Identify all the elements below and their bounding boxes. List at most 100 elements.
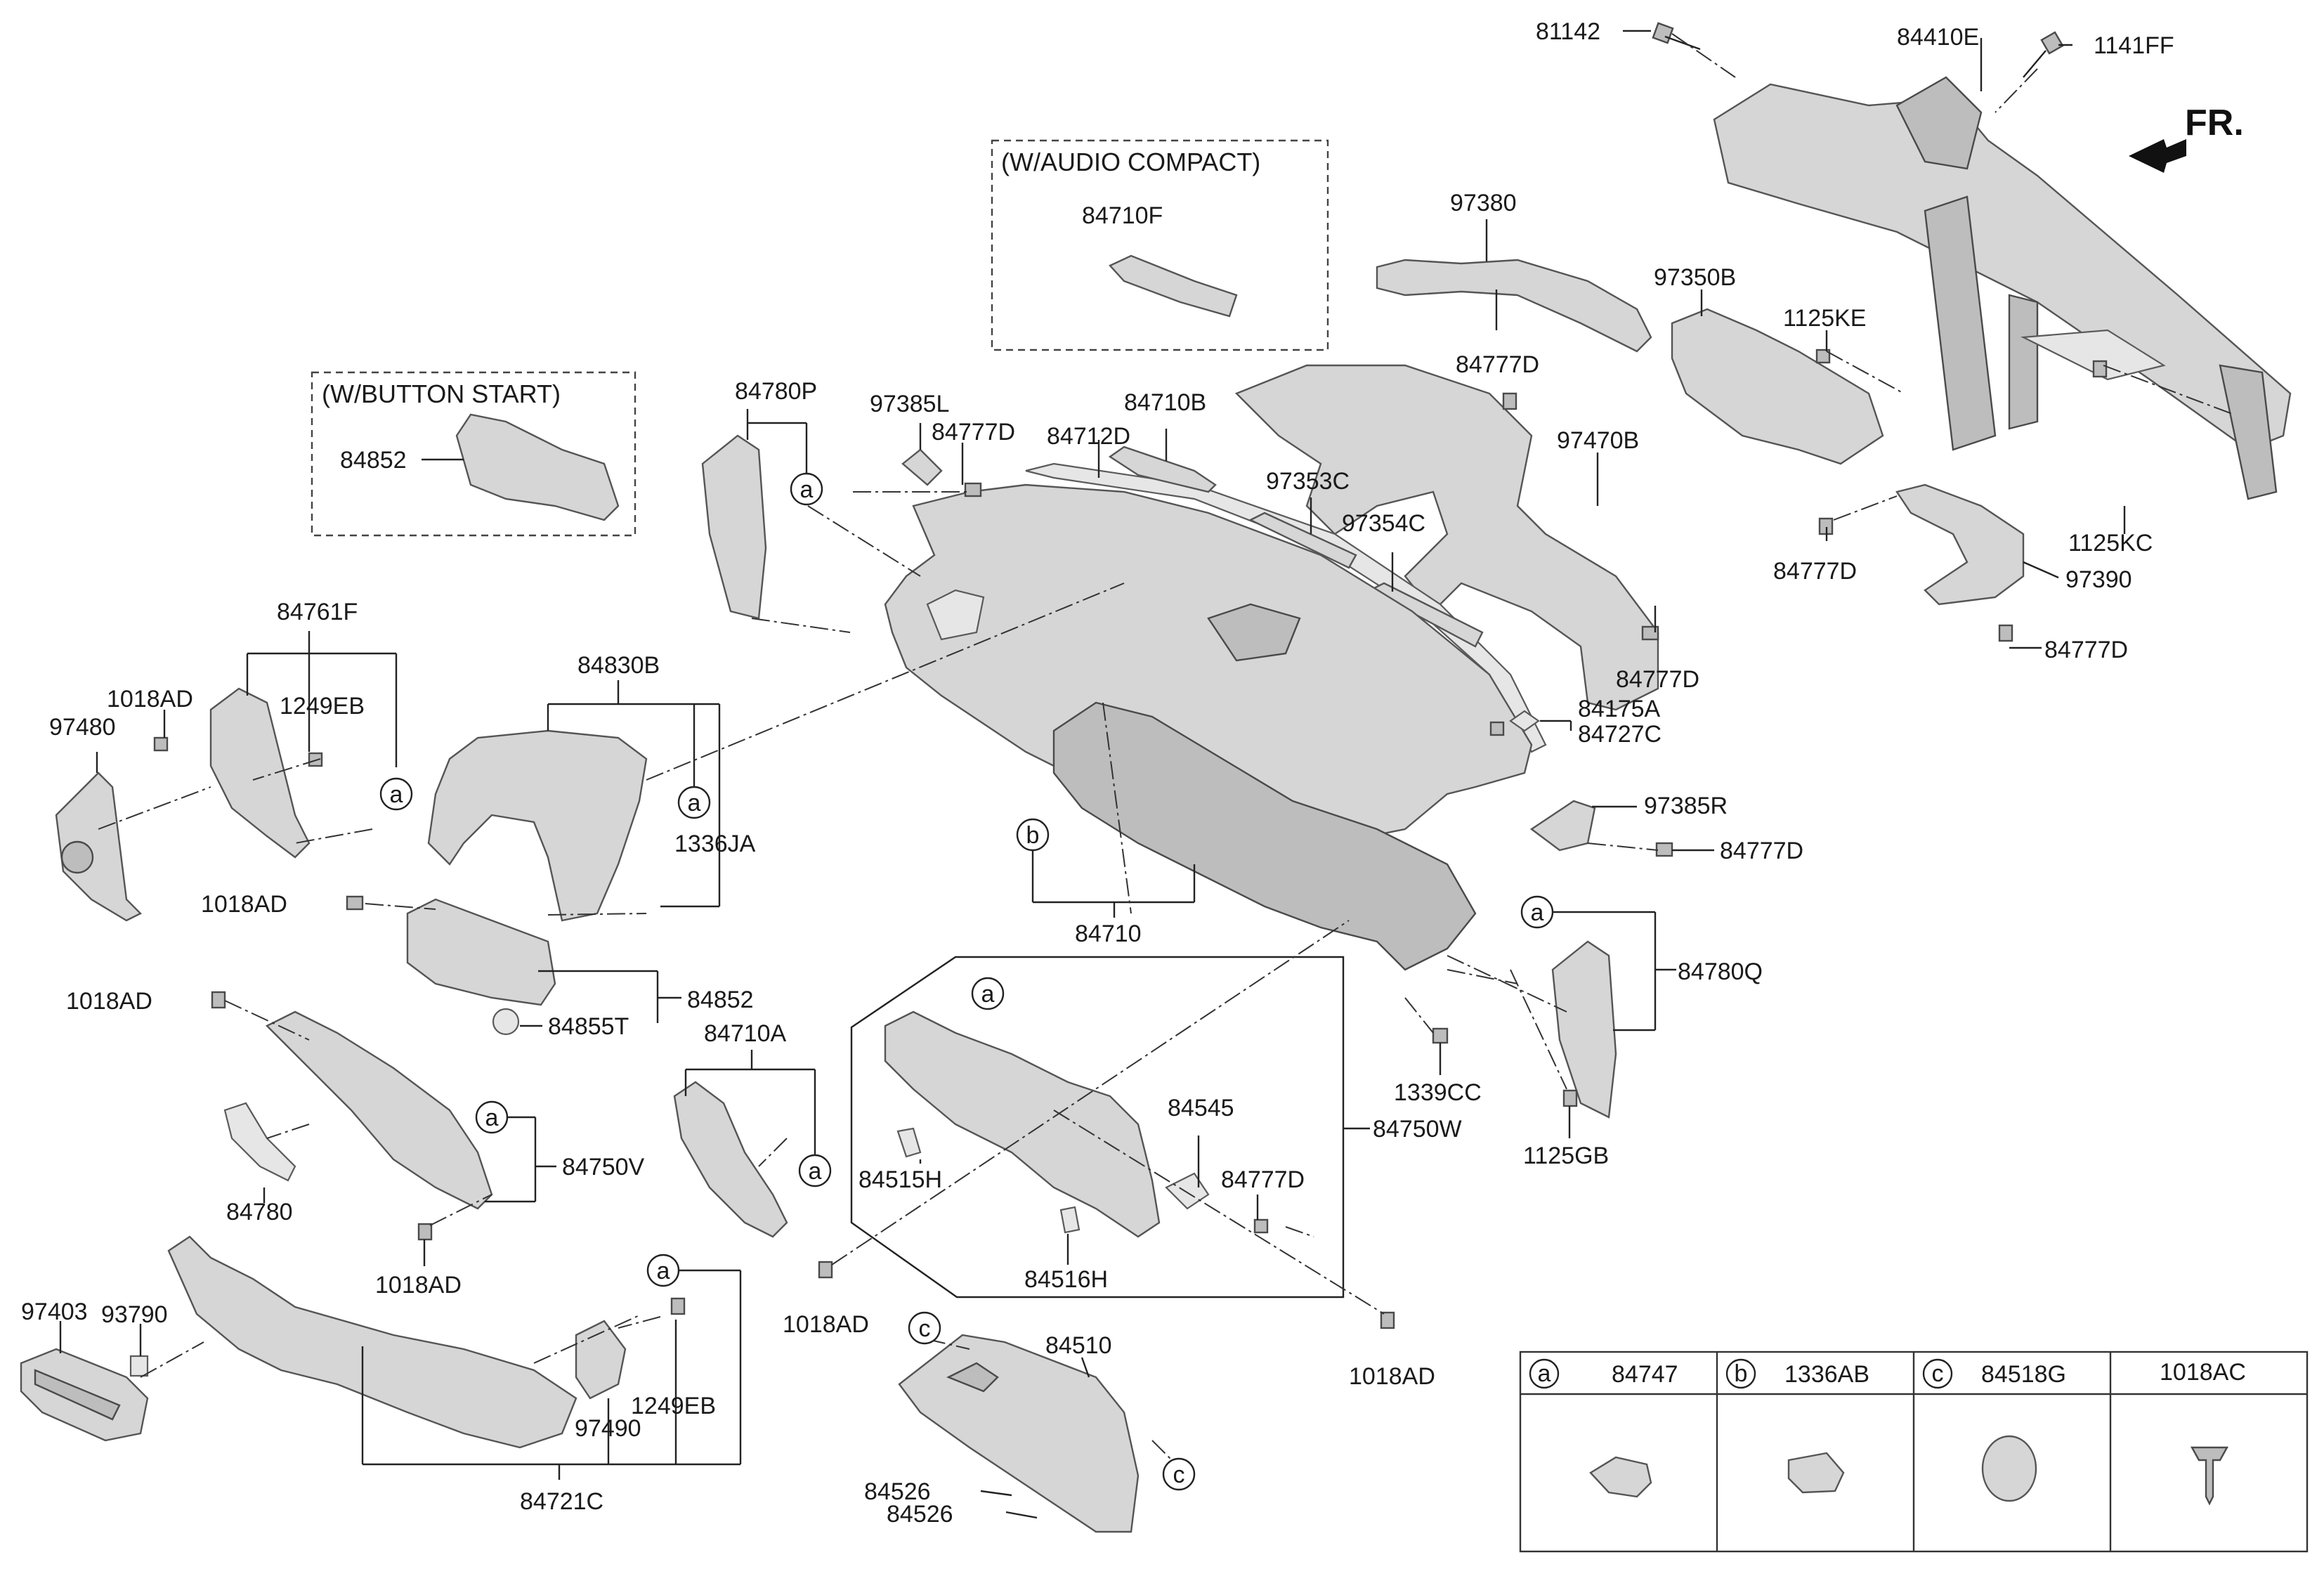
callout-a-84830b: a [677, 786, 711, 819]
grille-97354c-part [1368, 582, 1484, 648]
callout-a-84750v: a [475, 1100, 509, 1134]
glove-box-84510-part [898, 1334, 1140, 1533]
label-1018ad-84750v-top: 1018AD [66, 988, 152, 1015]
callout-letter: a [657, 1258, 670, 1284]
label-84526-upper: 84526 [864, 1478, 931, 1505]
label-1249eb-84761f: 1249EB [280, 693, 365, 720]
label-1018ad-84750v: 1018AD [375, 1272, 462, 1299]
legend-part-number: 84747 [1612, 1361, 1678, 1388]
label-81142: 81142 [1536, 18, 1600, 45]
side-cover-84780q-part [1551, 940, 1617, 1119]
label-84175a: 84175A [1578, 696, 1661, 722]
label-84830b: 84830B [577, 652, 660, 679]
label-97390: 97390 [2065, 566, 2132, 593]
vent-97480-part [55, 772, 143, 922]
label-84710: 84710 [1075, 920, 1142, 947]
callout-c-84510-top: c [908, 1311, 941, 1345]
label-97385l: 97385L [870, 391, 949, 417]
label-84777d-84750w: 84777D [1221, 1166, 1305, 1193]
callout-letter: a [800, 476, 814, 503]
label-84777d-97385l: 84777D [932, 419, 1015, 445]
label-97353c: 97353C [1266, 468, 1350, 495]
vent-97480-outlet-icon [60, 840, 94, 874]
leader-lines [59, 30, 2126, 1519]
label-84545: 84545 [1168, 1095, 1234, 1121]
callout-letter: a [1531, 899, 1544, 926]
label-97350b: 97350B [1654, 264, 1736, 291]
label-84721c: 84721C [520, 1488, 603, 1515]
label-84710f: 84710F [1082, 202, 1163, 229]
label-84710b: 84710B [1124, 389, 1206, 416]
label-84526-lower: 84526 [887, 1501, 953, 1528]
screw-icon [2190, 1446, 2229, 1506]
callout-letter: b [1026, 822, 1040, 849]
duct-97380-part [1376, 259, 1652, 353]
label-97490: 97490 [575, 1415, 641, 1442]
label-84852-button-start: 84852 [340, 447, 407, 474]
label-84777d-97380: 84777D [1456, 351, 1539, 378]
cowl-crossbar-part [1713, 76, 2292, 500]
label-84761f: 84761F [277, 599, 358, 625]
label-84727c: 84727C [1578, 721, 1662, 748]
label-84780p: 84780P [735, 378, 817, 405]
cover-84852-part [406, 898, 556, 1006]
button-start-frame-title: (W/BUTTON START) [322, 379, 561, 408]
bolt-81142-part [1652, 22, 1701, 51]
glove-box-housing-84750w-part [884, 1010, 1161, 1238]
strip-84712d-part [1025, 462, 1547, 753]
label-97480: 97480 [49, 714, 116, 741]
label-1336ja: 1336JA [674, 831, 756, 857]
switch-97490-part [575, 1320, 627, 1400]
label-97470b: 97470B [1557, 427, 1639, 454]
label-84516h: 84516H [1024, 1266, 1108, 1293]
lower-structure-84710-part [1052, 701, 1477, 971]
callout-a-84710a: a [798, 1154, 832, 1187]
button-start-frame [311, 371, 637, 537]
label-84750v: 84750V [562, 1154, 645, 1180]
label-84710a: 84710A [704, 1020, 787, 1047]
bracket-84710f-part [1109, 254, 1238, 318]
callout-a-84780p: a [790, 472, 823, 506]
clip-93790-part [129, 1355, 149, 1377]
lower-panel-84750v-part [265, 1010, 493, 1210]
legend-key: a [1538, 1360, 1551, 1387]
cover-84780-part [223, 1102, 296, 1182]
vent-97385l-part [901, 448, 943, 486]
legend-entry-b: b 1336AB [1725, 1358, 1869, 1494]
label-84712d: 84712D [1047, 423, 1130, 450]
label-1018ad-84761f: 1018AD [107, 686, 193, 712]
fasteners [153, 349, 2108, 1329]
callout-b-84710: b [1016, 818, 1050, 852]
label-97380: 97380 [1450, 190, 1517, 216]
assembly-lines [98, 33, 2235, 1469]
audio-compact-frame-title: (W/AUDIO COMPACT) [1001, 148, 1260, 176]
duct-97350b-part [1671, 308, 1884, 465]
label-1249eb-84721c: 1249EB [631, 1393, 716, 1419]
duct-97390-part [1895, 483, 2025, 606]
legend-part-number: 1336AB [1784, 1361, 1869, 1388]
label-1018ad-84750w-left: 1018AD [783, 1311, 869, 1338]
label-84852-lower: 84852 [687, 987, 754, 1013]
clip-icon [1589, 1456, 1652, 1498]
legend-entry-screw: 1018AC [2160, 1359, 2246, 1506]
callout-letter: c [919, 1315, 931, 1342]
label-84777d-97385r: 84777D [1720, 838, 1803, 864]
label-84777d-97350b: 84777D [1773, 558, 1857, 585]
legend-table: a 84747 b 1336AB c 84518G 1018AC [1519, 1351, 2309, 1553]
bracket-84710a-part [673, 1081, 788, 1238]
bolt-1141ff-part [2023, 31, 2064, 78]
screw-84777d-glove-part [1253, 1218, 1269, 1234]
front-label: FR. [2185, 103, 2244, 143]
label-1125gb: 1125GB [1523, 1143, 1609, 1169]
callout-c-84510-side: c [1162, 1457, 1196, 1491]
legend-key: b [1735, 1360, 1748, 1387]
crash-pad-84710-part [884, 483, 1533, 852]
legend-entry-a: a 84747 [1529, 1358, 1678, 1498]
legend-part-number: 84518G [1981, 1361, 2066, 1388]
legend-key: c [1932, 1360, 1944, 1387]
front-arrow-icon [2129, 139, 2186, 173]
label-84510: 84510 [1045, 1332, 1112, 1359]
label-84855t: 84855T [548, 1013, 629, 1040]
callout-a-84761f: a [379, 777, 413, 811]
label-84780q: 84780Q [1678, 958, 1763, 985]
